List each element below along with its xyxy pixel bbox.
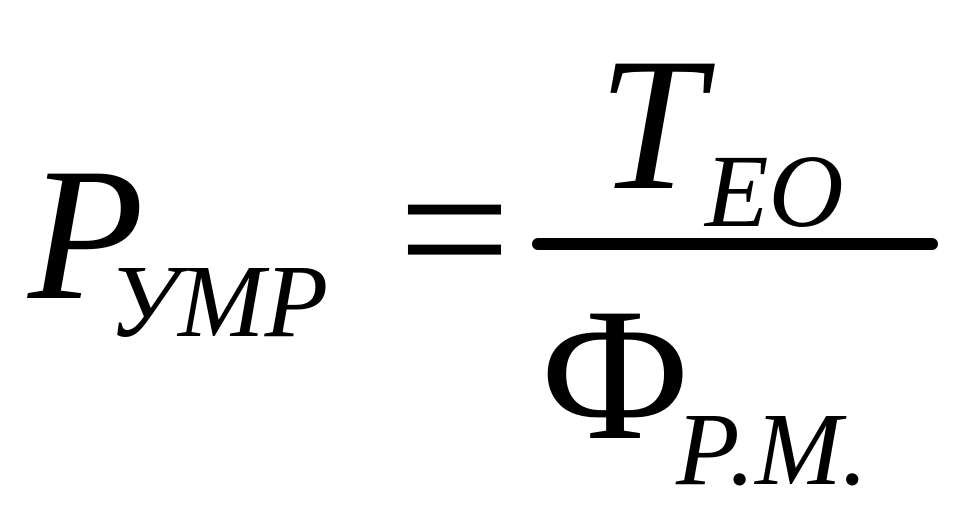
numerator-subscript: ЕО (705, 134, 844, 249)
numerator-symbol: T (598, 20, 704, 230)
equals-sign: = (398, 119, 511, 340)
lhs-symbol: P (28, 130, 145, 340)
denominator-subscript: Р.М. (676, 392, 868, 507)
fraction-bar (532, 238, 938, 250)
lhs-subscript: УМР (108, 244, 329, 359)
denominator-symbol: Ф (540, 270, 691, 480)
